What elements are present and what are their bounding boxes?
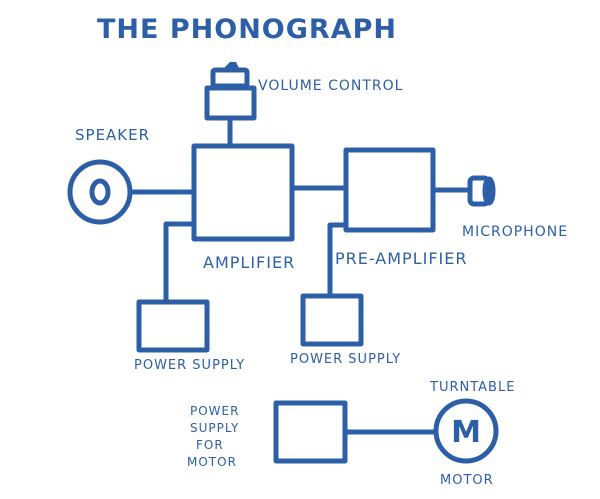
- speaker-symbol: [67, 159, 133, 225]
- label-microphone: MICROPHONE: [462, 224, 568, 240]
- label-turntable: TURNTABLE: [429, 380, 515, 395]
- label-power-supply-for-motor-line-1: POWER: [190, 404, 239, 418]
- microphone-symbol: [467, 175, 496, 207]
- label-amplifier: AMPLIFIER: [203, 253, 295, 272]
- label-power-supply-left: POWER SUPPLY: [134, 358, 245, 373]
- label-power-supply-for-motor: POWER SUPPLY FOR MOTOR: [187, 404, 239, 469]
- label-pre-amplifier: PRE-AMPLIFIER: [335, 249, 467, 268]
- label-power-supply-for-motor-line-3: FOR: [196, 438, 224, 452]
- power-supply-block-right: [300, 293, 364, 347]
- power-supply-block-left: [136, 299, 210, 353]
- power-supply-motor-block: [273, 400, 348, 464]
- pre-amplifier-block: [343, 147, 436, 233]
- volume-control-knob: [204, 62, 257, 121]
- amplifier-block: [191, 143, 295, 242]
- label-volume-control: VOLUME CONTROL: [258, 78, 403, 94]
- diagram-title: THE PHONOGRAPH: [97, 14, 397, 45]
- label-power-supply-for-motor-line-2: SUPPLY: [190, 421, 239, 435]
- label-motor: MOTOR: [440, 473, 494, 488]
- connector-amplifier-power-supply: [163, 221, 197, 305]
- motor-symbol: [433, 398, 499, 464]
- connector-preamplifier-power-supply: [327, 222, 349, 299]
- label-speaker: SPEAKER: [75, 126, 150, 144]
- label-power-supply-right: POWER SUPPLY: [290, 352, 401, 367]
- motor-symbol-letter: M: [451, 415, 481, 450]
- label-power-supply-for-motor-line-4: MOTOR: [187, 455, 237, 469]
